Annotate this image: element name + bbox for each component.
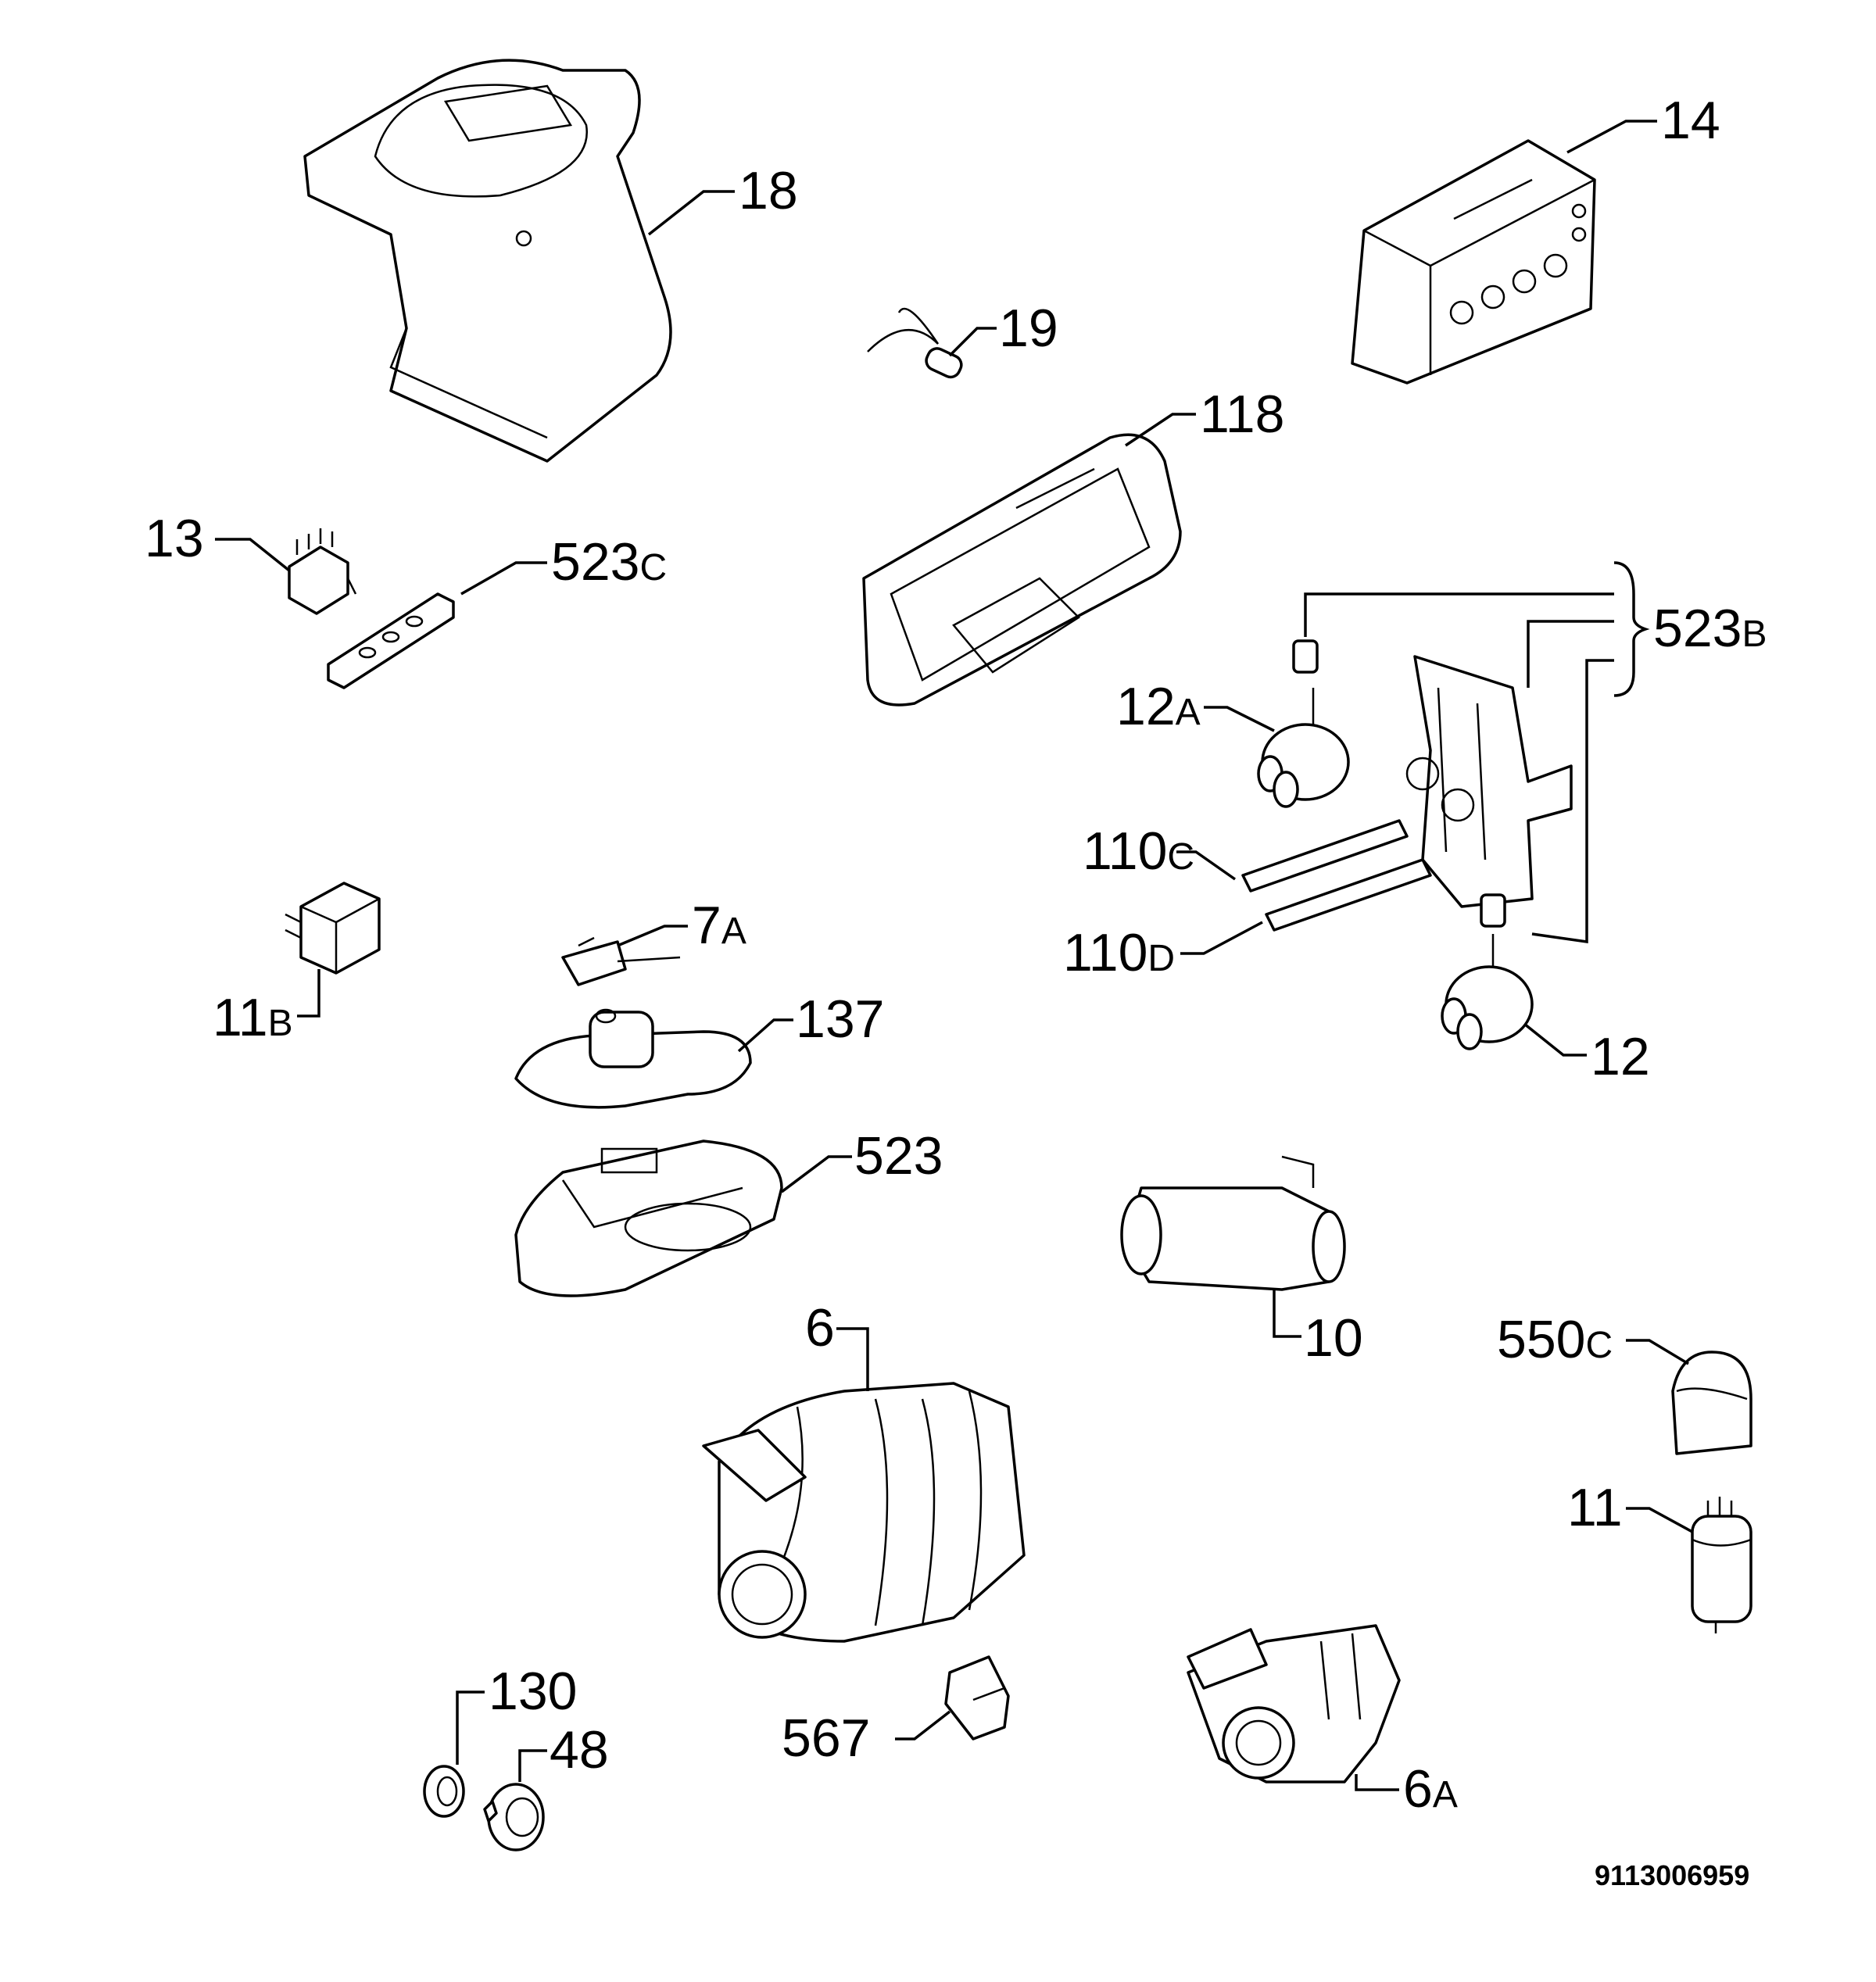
label-19: 19 [999, 299, 1058, 358]
callout-labels: 18 14 19 118 13 523C 523B 12A 110C 110D … [145, 91, 1767, 1819]
label-523: 523 [854, 1126, 943, 1186]
part-11b-relay [285, 882, 381, 1018]
label-10: 10 [1304, 1308, 1363, 1368]
label-11b: 11B [213, 988, 293, 1047]
part-550c-cap [1626, 1339, 1752, 1455]
part-10-unit [1120, 1155, 1346, 1338]
part-11-capacitor [1626, 1497, 1752, 1633]
label-110d: 110D [1063, 923, 1175, 982]
label-18: 18 [739, 161, 798, 220]
part-14-control-module [1351, 120, 1657, 385]
part-19-sensor [867, 307, 997, 379]
part-110d-hose [1180, 858, 1432, 955]
part-12a-pressure-switch [1204, 639, 1350, 808]
part-6a-drain-pump [1187, 1624, 1401, 1791]
part-13-switch [215, 528, 357, 615]
part-523b-leaders [1304, 561, 1650, 944]
label-6: 6 [805, 1298, 835, 1358]
label-523c: 523C [551, 532, 667, 592]
label-48: 48 [550, 1720, 609, 1780]
label-118: 118 [1200, 385, 1284, 444]
part-12-pressure-switch [1441, 893, 1587, 1057]
part-137-cover [514, 1008, 793, 1109]
label-12: 12 [1591, 1027, 1650, 1086]
part-523-housing [514, 1139, 852, 1297]
label-567: 567 [782, 1708, 870, 1768]
part-118-dispenser [862, 413, 1196, 707]
part-567-clip [895, 1655, 1010, 1741]
part-110c-hose [1176, 819, 1409, 893]
label-137: 137 [796, 989, 884, 1049]
drawing-code: 9113006959 [1595, 1859, 1749, 1891]
label-13: 13 [145, 509, 204, 568]
part-hose-manifold [1405, 655, 1573, 908]
label-6a: 6A [1403, 1759, 1458, 1819]
part-523c-bracket [327, 561, 547, 689]
label-550c: 550C [1497, 1310, 1613, 1369]
label-110c: 110C [1083, 821, 1194, 881]
part-7a-clip [561, 925, 688, 986]
label-130: 130 [489, 1662, 577, 1721]
label-7a: 7A [692, 896, 746, 955]
label-12a: 12A [1116, 677, 1201, 736]
part-48-plug [483, 1749, 547, 1851]
part-18-duct [303, 59, 735, 463]
label-11: 11 [1567, 1478, 1623, 1537]
part-130-washer [423, 1690, 485, 1818]
part-6-pump [702, 1327, 1026, 1643]
label-14: 14 [1661, 91, 1720, 150]
label-523b: 523B [1653, 599, 1767, 658]
